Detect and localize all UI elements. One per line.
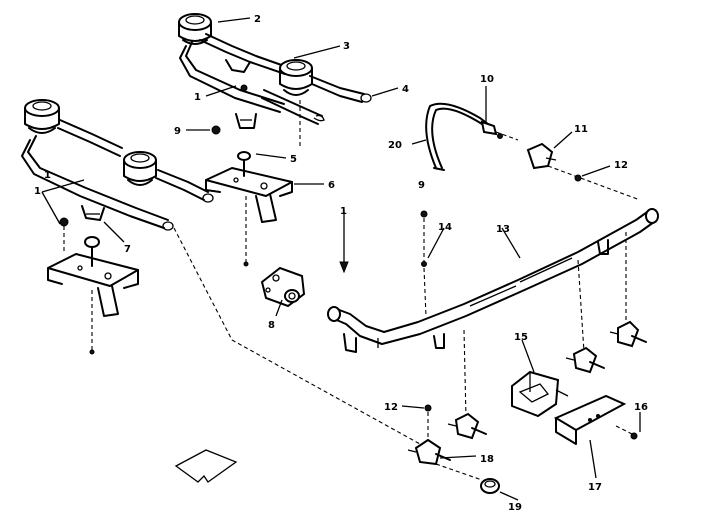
back-right-burner — [279, 59, 313, 96]
callout-18: 18 — [480, 454, 494, 465]
callout-1-manifold: 1 — [340, 206, 347, 217]
bracket-17 — [553, 394, 627, 445]
front-direction-arrow — [174, 449, 238, 483]
orifice-14 — [421, 261, 427, 317]
back-left-burner — [178, 13, 212, 45]
callout-20: 20 — [388, 140, 402, 151]
callout-12-lower: 12 — [384, 402, 398, 413]
callout-9: 9 — [418, 180, 425, 191]
gas-supply-tube — [425, 102, 489, 171]
callout-5: 5 — [290, 154, 297, 165]
callout-1-back: 1 — [194, 92, 201, 103]
front-right-burner — [123, 151, 157, 186]
front-burner-tube — [21, 119, 214, 231]
leader-lines — [41, 17, 641, 501]
nut-12-lower — [424, 404, 432, 412]
screw-front-bracket — [59, 217, 69, 254]
arrow-9 — [339, 212, 349, 274]
valve-center — [447, 329, 487, 440]
callout-1-front: 1 — [34, 186, 41, 197]
front-left-burner — [24, 99, 60, 134]
screw-16 — [615, 425, 638, 440]
callout-7: 7 — [124, 244, 131, 255]
callout-19: 19 — [508, 502, 522, 513]
gas-manifold — [327, 208, 659, 353]
spark-module — [511, 370, 569, 418]
callout-7-back: 9 — [174, 126, 181, 137]
callout-3: 3 — [343, 41, 350, 52]
tube-fitting — [480, 120, 519, 141]
valve-right-upper — [609, 232, 647, 348]
callout-2: 2 — [254, 14, 261, 25]
callout-6: 6 — [328, 180, 335, 191]
callout-8: 8 — [268, 320, 275, 331]
reference-lines — [173, 100, 483, 481]
callout-4: 4 — [402, 84, 409, 95]
valve-right-lower — [565, 259, 605, 374]
elbow-fitting — [526, 142, 641, 201]
callout-10: 10 — [480, 74, 494, 85]
callout-1-left: 1 — [44, 170, 51, 181]
pressure-regulator — [260, 266, 306, 308]
back-burner-tube — [179, 33, 325, 125]
valve-knob-19 — [480, 478, 500, 494]
callout-12-top: 12 — [614, 160, 628, 171]
valve-front — [407, 438, 451, 466]
callout-13: 13 — [496, 224, 510, 235]
callout-labels: 2 3 4 1 9 5 6 1 7 8 1 20 10 11 12 9 14 1… — [34, 14, 648, 513]
screw-back-clip — [240, 84, 248, 92]
nut-12-top — [574, 174, 582, 182]
front-burner-clip — [81, 205, 105, 221]
burner-tube-venturi — [309, 75, 372, 103]
callout-15: 15 — [514, 332, 528, 343]
back-burner-bracket — [205, 151, 293, 267]
callout-14: 14 — [438, 222, 452, 233]
callout-16: 16 — [634, 402, 648, 413]
callout-11: 11 — [574, 124, 588, 135]
back-burner-clip — [225, 59, 257, 129]
front-burner-bracket — [47, 236, 139, 355]
screw-back-bracket — [211, 125, 221, 135]
orifice-screw-9 — [420, 210, 428, 262]
callout-17: 17 — [588, 482, 602, 493]
